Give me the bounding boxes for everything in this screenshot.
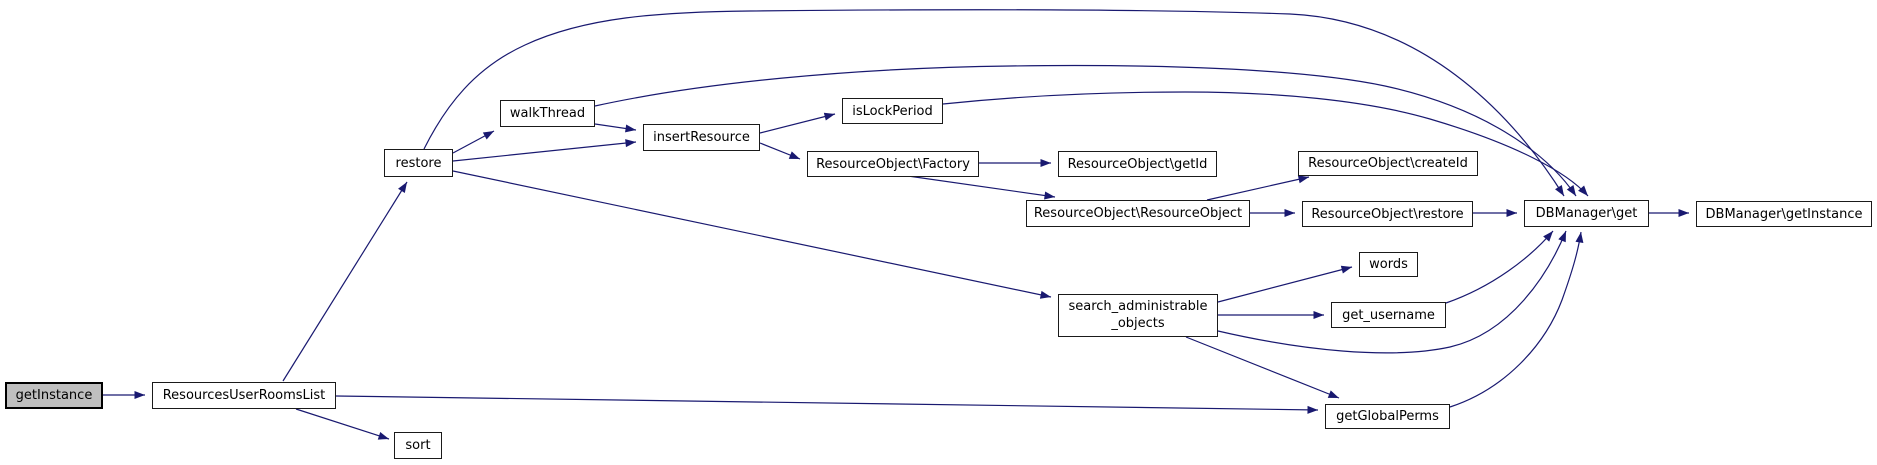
edge-insertResource-to-ResourceObject-Factory [759, 142, 801, 160]
node-isLockPeriod[interactable]: isLockPeriod [842, 98, 943, 124]
node-walkThread[interactable]: walkThread [500, 100, 595, 127]
edge-restore-to-search_administrable_objects [452, 170, 1052, 299]
edge-walkThread-to-insertResource [594, 123, 637, 133]
edge-search_administrable_objects-to-words [1217, 265, 1353, 303]
edge-search_administrable_objects-to-DBManager-get [1217, 230, 1567, 354]
edge-walkThread-to-DBManager-get [594, 64, 1577, 197]
edge-restore-to-walkThread [452, 130, 495, 154]
edge-search_administrable_objects-to-getGlobalPerms [1185, 336, 1340, 399]
node-DBManager-getInstance[interactable]: DBManager\getInstance [1696, 201, 1872, 227]
edge-ResourceObject-ResourceObject-to-ResourceObject-createId [1206, 175, 1310, 201]
node-words[interactable]: words [1359, 252, 1418, 277]
node-search_administrable_objects[interactable]: search_administrable _objects [1058, 294, 1218, 337]
node-sort[interactable]: sort [394, 432, 442, 459]
node-get_username[interactable]: get_username [1331, 302, 1446, 328]
node-DBManager-get[interactable]: DBManager\get [1524, 200, 1649, 227]
edge-ResourcesUserRoomsList-to-restore [282, 181, 408, 382]
edge-isLockPeriod-to-DBManager-get [942, 91, 1589, 197]
node-ResourcesUserRoomsList[interactable]: ResourcesUserRoomsList [152, 382, 336, 409]
edge-ResourceObject-Factory-to-ResourceObject-ResourceObject [907, 175, 1056, 200]
node-ResourceObject-restore[interactable]: ResourceObject\restore [1302, 201, 1473, 227]
node-ResourceObject-Factory[interactable]: ResourceObject\Factory [807, 151, 979, 177]
edge-restore-to-DBManager-get [423, 9, 1565, 197]
node-getGlobalPerms[interactable]: getGlobalPerms [1325, 404, 1450, 429]
edge-get_username-to-DBManager-get [1445, 230, 1554, 304]
edge-insertResource-to-isLockPeriod [759, 112, 836, 134]
node-insertResource[interactable]: insertResource [643, 124, 760, 151]
node-ResourceObject-getId[interactable]: ResourceObject\getId [1058, 151, 1217, 177]
edge-ResourcesUserRoomsList-to-getGlobalPerms [335, 395, 1319, 414]
node-ResourceObject-createId[interactable]: ResourceObject\createId [1298, 151, 1478, 176]
node-ResourceObject-ResourceObject[interactable]: ResourceObject\ResourceObject [1026, 200, 1250, 227]
edge-getGlobalPerms-to-DBManager-get [1449, 231, 1584, 408]
node-restore[interactable]: restore [384, 149, 453, 177]
node-getInstance[interactable]: getInstance [5, 382, 103, 409]
edge-ResourcesUserRoomsList-to-sort [295, 408, 390, 440]
edge-restore-to-insertResource [452, 139, 637, 162]
